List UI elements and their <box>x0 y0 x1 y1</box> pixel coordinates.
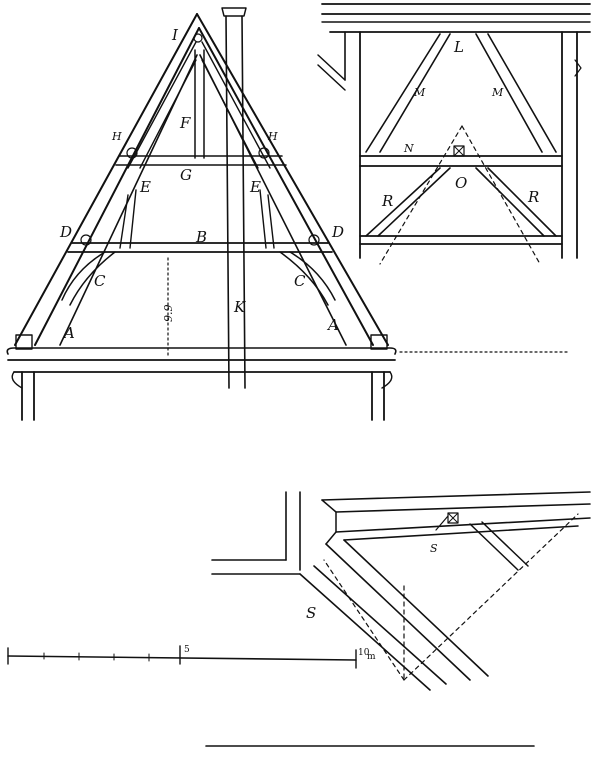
outer-rafters <box>14 13 389 346</box>
label-R-left: R <box>381 192 393 210</box>
label-K: K <box>233 298 246 316</box>
scale-bar: 5 10 m <box>7 645 376 669</box>
tie-beam <box>67 234 333 253</box>
label-E-right: E <box>249 178 261 196</box>
label-G: G <box>180 166 192 184</box>
truss-feet <box>6 334 397 355</box>
label-height: 9.9 <box>162 305 175 323</box>
label-A-right: A <box>326 316 339 334</box>
label-M-right: M <box>491 86 504 99</box>
scale-end-label: 10 <box>358 648 370 658</box>
label-L: L <box>453 38 464 56</box>
label-B: B <box>195 228 207 246</box>
detail-side-frame: L M M N O R R <box>317 3 591 265</box>
truss-elevation: I F G H H E E D D B C C A A K 9.9 <box>6 7 571 421</box>
label-O: O <box>455 174 467 192</box>
label-R-right: R <box>527 188 539 206</box>
label-A-left: A <box>62 324 75 342</box>
collar-beam <box>115 147 287 166</box>
scale-mid-label: 5 <box>184 645 190 655</box>
label-D-right: D <box>331 223 344 241</box>
detail-plan: S S <box>211 491 591 691</box>
label-S2: S <box>430 542 438 555</box>
label-C-left: C <box>94 272 106 290</box>
label-S: S <box>306 604 316 622</box>
label-N: N <box>403 142 414 155</box>
label-H-right: H <box>267 130 278 143</box>
scale-unit-label: m <box>367 652 376 662</box>
label-D-left: D <box>59 223 72 241</box>
label-M-left: M <box>413 86 426 99</box>
label-H-left: H <box>111 130 122 143</box>
label-E-left: E <box>139 178 151 196</box>
label-I: I <box>171 26 179 44</box>
inner-rafters <box>127 41 271 169</box>
label-F: F <box>179 114 191 132</box>
label-C-right: C <box>294 272 306 290</box>
